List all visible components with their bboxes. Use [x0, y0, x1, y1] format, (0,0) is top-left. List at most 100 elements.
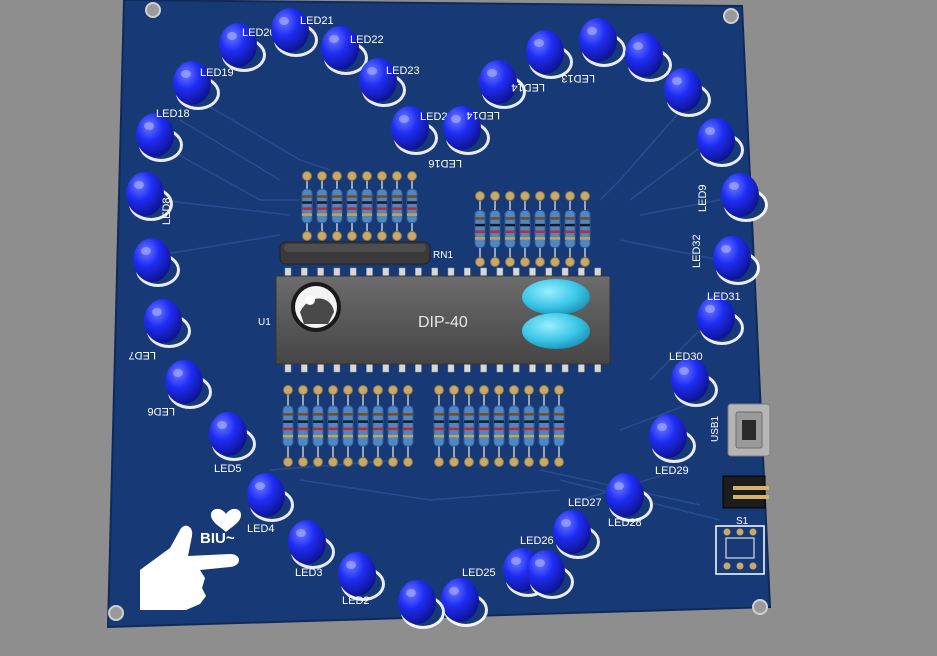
resistor	[387, 405, 399, 447]
led-label: LED16	[428, 157, 462, 169]
resistor-pad	[464, 385, 474, 395]
led	[288, 520, 335, 569]
led-label: LED18	[156, 108, 190, 120]
resistor	[463, 405, 475, 447]
led-label: LED14	[511, 81, 545, 93]
resistor-pad	[520, 191, 530, 201]
resistor-pad	[298, 457, 308, 467]
resistor-pad	[539, 457, 549, 467]
led-label: LED30	[669, 351, 703, 363]
resistor	[297, 405, 309, 447]
switch-s1[interactable]	[715, 525, 765, 575]
resistor-pad	[332, 171, 342, 181]
resistor-pad	[317, 231, 327, 241]
resistor	[478, 405, 490, 447]
led	[697, 118, 744, 167]
resistor-array-bottom-right	[433, 385, 565, 467]
resistor-pad	[403, 385, 413, 395]
led	[271, 8, 318, 57]
resistor-pad	[434, 385, 444, 395]
resistor-pad	[524, 385, 534, 395]
resistor-pad	[535, 257, 545, 267]
resistor-pad	[343, 385, 353, 395]
resistor	[357, 405, 369, 447]
resistor	[538, 405, 550, 447]
resistor-pad	[377, 171, 387, 181]
resistor-pad	[347, 231, 357, 241]
led	[664, 68, 711, 117]
resistor-pad	[328, 457, 338, 467]
resistor	[361, 188, 373, 224]
resistor	[489, 210, 501, 248]
heart-icon	[210, 508, 242, 532]
led	[479, 60, 526, 109]
resistor	[346, 188, 358, 224]
resistor-pad	[388, 385, 398, 395]
led-label: LED5	[214, 463, 242, 475]
led	[721, 173, 768, 222]
resistor-pad	[302, 171, 312, 181]
resistor-pad	[298, 385, 308, 395]
resistor-pad	[565, 191, 575, 201]
led	[136, 113, 183, 162]
resistor-pad	[505, 191, 515, 201]
capacitor	[291, 282, 341, 332]
resistor-pad	[313, 457, 323, 467]
resistor	[504, 210, 516, 248]
resistor-pad	[392, 171, 402, 181]
led	[441, 578, 488, 627]
led-label: LED27	[568, 497, 602, 509]
resistor-pad	[509, 385, 519, 395]
mount-hole	[752, 599, 768, 615]
resistor-pad	[509, 457, 519, 467]
led	[359, 58, 406, 107]
led	[606, 473, 653, 522]
led-label: LED31	[707, 291, 741, 303]
resistor	[316, 188, 328, 224]
led	[321, 26, 368, 75]
resistor-pad	[313, 385, 323, 395]
resistor-pad	[358, 457, 368, 467]
resistor-pad	[407, 171, 417, 181]
led-label: LED25	[462, 567, 496, 579]
resistor-pad	[490, 191, 500, 201]
resistor	[493, 405, 505, 447]
resistor-pad	[373, 385, 383, 395]
led-label: LED32	[691, 234, 703, 268]
resistor	[376, 188, 388, 224]
led	[391, 106, 438, 155]
resistor-array-top-right	[474, 191, 591, 267]
resistor	[564, 210, 576, 248]
resistor-pad	[554, 457, 564, 467]
led-label: LED19	[200, 67, 234, 79]
led-label: LED4	[247, 523, 275, 535]
resistor	[312, 405, 324, 447]
resistor-pad	[550, 191, 560, 201]
led	[697, 296, 744, 345]
resistor	[406, 188, 418, 224]
resistor-pad	[490, 257, 500, 267]
led	[126, 172, 173, 221]
led	[247, 473, 294, 522]
micro-usb-port[interactable]	[727, 403, 771, 457]
led	[443, 106, 490, 155]
resistor-pad	[580, 257, 590, 267]
led-label: LED6	[147, 405, 175, 417]
crystal-oscillator	[522, 279, 590, 349]
led-label: LED7	[128, 349, 156, 361]
resistor	[553, 405, 565, 447]
resistor-pad	[479, 385, 489, 395]
resistor-pad	[464, 457, 474, 467]
led-label: LED3	[295, 567, 323, 579]
logo-text: BIU~	[200, 530, 235, 547]
resistor	[331, 188, 343, 224]
led-label: LED20	[242, 27, 276, 39]
u1-label: U1	[258, 317, 271, 328]
led-label: LED22	[350, 34, 384, 46]
led	[133, 238, 180, 287]
led-label: LED28	[608, 517, 642, 529]
led	[144, 299, 191, 348]
resistor	[391, 188, 403, 224]
led-label: LED13	[561, 72, 595, 84]
